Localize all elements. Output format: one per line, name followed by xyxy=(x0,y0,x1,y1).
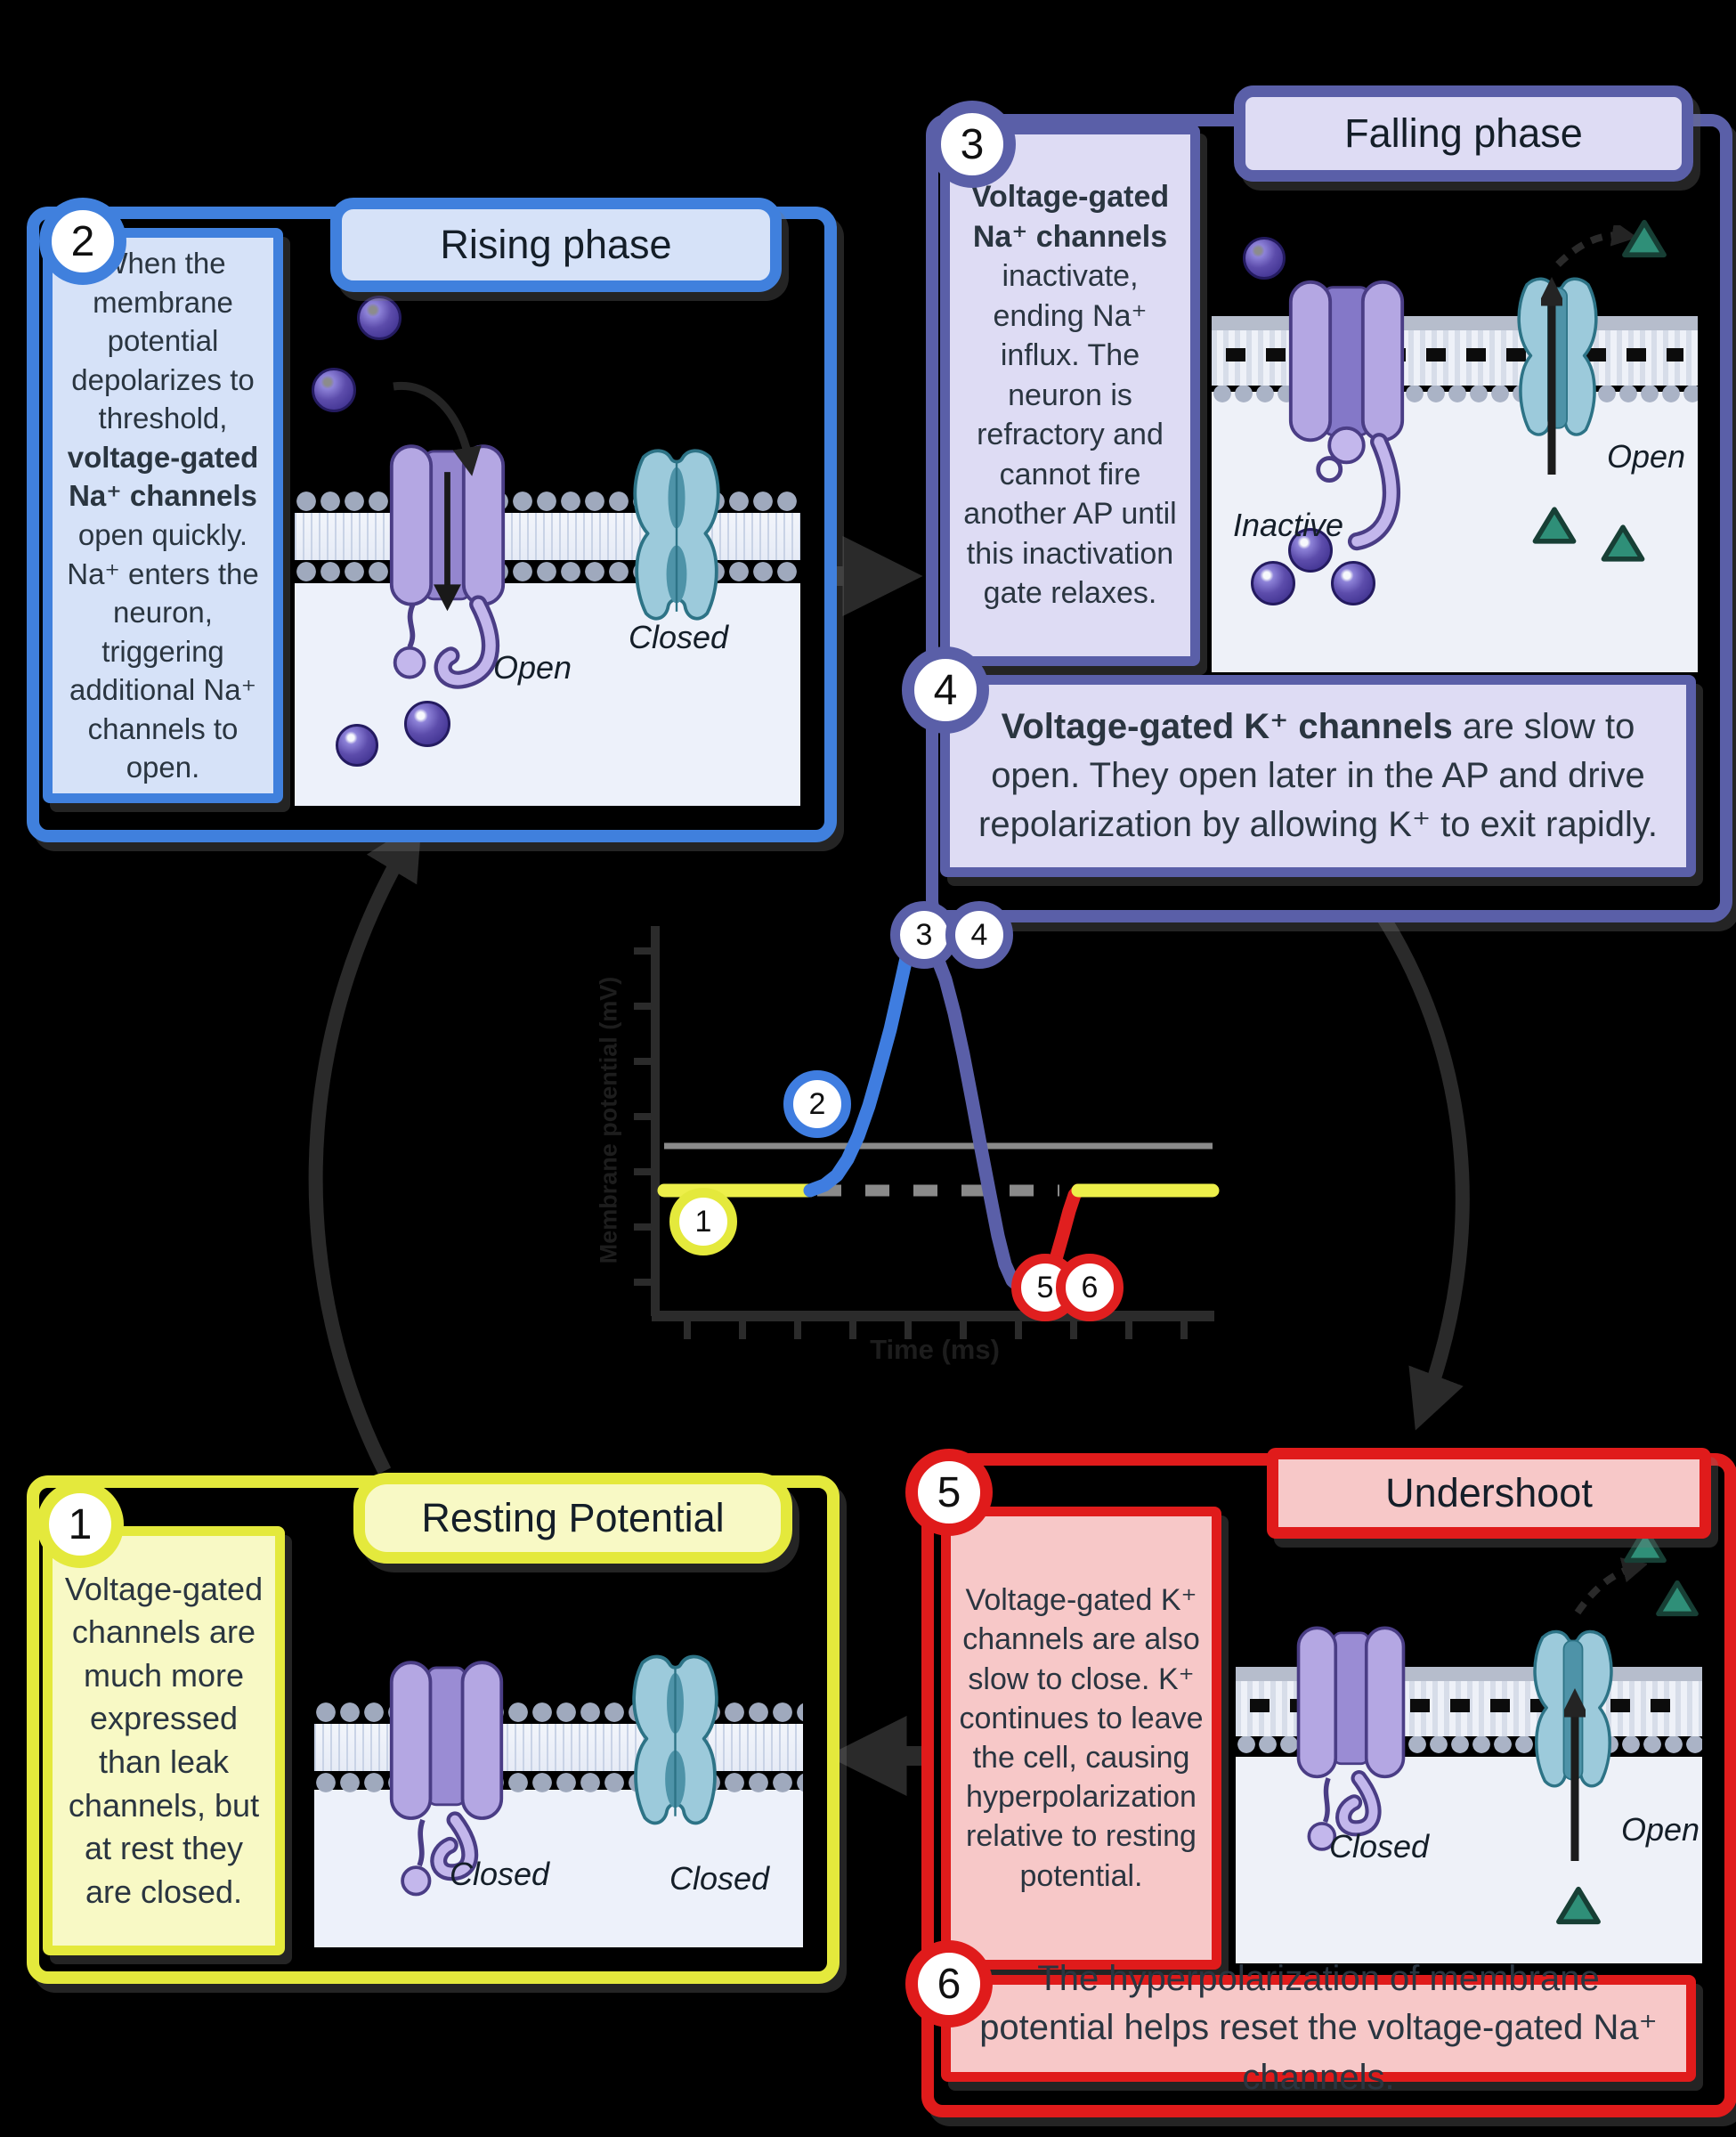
x-axis-label: Time (ms) xyxy=(870,1334,1000,1365)
step-badge-3: 3 xyxy=(929,101,1016,188)
rising-membrane-illustration: Open Closed xyxy=(295,218,800,806)
na-ion xyxy=(1251,561,1295,605)
k-channel-state-label: Closed xyxy=(669,1860,770,1897)
step-badge-1: 1 xyxy=(37,1481,124,1568)
k-efflux-arrow xyxy=(1564,1688,1586,1861)
resting-description: Voltage-gated channels are much more exp… xyxy=(64,1570,264,1910)
na-channel-state-label: Open xyxy=(492,649,572,686)
intracellular-space xyxy=(1212,392,1698,672)
undershoot-description-box: Voltage-gated K⁺ channels are also slow … xyxy=(941,1507,1221,1970)
k-channel-closed xyxy=(633,449,720,621)
k-ion xyxy=(1532,507,1577,544)
undershoot-membrane-illustration: Closed Open xyxy=(1236,1465,1702,1963)
k-channel-state-label: Closed xyxy=(628,619,729,655)
na-ion xyxy=(312,368,356,412)
k-ion xyxy=(1622,219,1667,258)
step-badge-4: 4 xyxy=(902,646,989,734)
graph-badge-4: 4 xyxy=(945,901,1013,969)
na-ion xyxy=(1331,561,1375,605)
rising-phase-title: Rising phase xyxy=(330,198,782,292)
graph-badge-6: 6 xyxy=(1056,1254,1124,1321)
rising-description-box: When the membrane potential depolarizes … xyxy=(43,228,283,803)
membrane-top-edge xyxy=(1212,316,1698,330)
arrow-falling-to-undershoot xyxy=(1367,897,1470,1431)
na-ion xyxy=(357,296,402,340)
lipid-bilayer xyxy=(1212,316,1698,405)
step-badge-2: 2 xyxy=(39,198,126,285)
inactivation-ball xyxy=(1327,426,1366,465)
step-badge-5: 5 xyxy=(905,1449,993,1536)
intracellular-space xyxy=(295,583,800,806)
membrane-bottom-edge xyxy=(1212,386,1698,405)
falling-description: Voltage-gated Na⁺ channels inactivate, e… xyxy=(963,180,1177,611)
na-channel-open xyxy=(389,444,506,689)
na-channel-state-label: Closed xyxy=(1328,1828,1430,1865)
na-ion xyxy=(1243,237,1286,280)
na-channel-closed xyxy=(389,1661,504,1897)
na-channel-inactivated xyxy=(1288,280,1405,551)
intracellular-space xyxy=(314,1790,803,1947)
k-channel-state-label: Open xyxy=(1606,438,1686,475)
resting-description-box: Voltage-gated channels are much more exp… xyxy=(43,1526,285,1955)
falling-membrane-illustration: Inactive Open xyxy=(1212,111,1698,672)
na-ion xyxy=(336,724,378,767)
undershoot-title: Undershoot xyxy=(1267,1448,1711,1539)
k-channel-note: Voltage-gated K⁺ channels are slow to op… xyxy=(978,706,1658,845)
na-ion xyxy=(1288,528,1333,573)
k-efflux-arrow xyxy=(1541,277,1562,475)
lipid-bilayer xyxy=(295,490,800,583)
na-channel-state-label: Inactive xyxy=(1232,507,1344,543)
step-badge-6: 6 xyxy=(905,1940,993,2027)
reset-note-box: The hyperpolarization of membrane potent… xyxy=(941,1959,1696,2097)
k-ion xyxy=(1656,1580,1699,1617)
y-axis-label: Membrane potential (mV) xyxy=(595,976,622,1264)
reset-note: The hyperpolarization of membrane potent… xyxy=(979,1959,1658,2097)
falling-phase-title: Falling phase xyxy=(1234,85,1693,182)
k-ion xyxy=(1556,1886,1601,1925)
undershoot-description: Voltage-gated K⁺ channels are also slow … xyxy=(959,1583,1204,1893)
na-channel-closed xyxy=(1296,1626,1406,1851)
graph-badge-2: 2 xyxy=(783,1070,851,1138)
k-channel-state-label: Open xyxy=(1620,1811,1700,1848)
na-ion xyxy=(404,701,450,747)
na-entry-arrow xyxy=(393,381,482,476)
resting-membrane-illustration: Closed Closed xyxy=(314,1487,803,1947)
na-channel-state-label: Closed xyxy=(449,1856,550,1892)
falling-description-box: Voltage-gated Na⁺ channels inactivate, e… xyxy=(940,125,1200,666)
k-ion xyxy=(1601,524,1645,562)
k-exit-dashed-arrow xyxy=(1555,225,1637,267)
k-channel-closed xyxy=(632,1654,718,1825)
rising-description: When the membrane potential depolarizes … xyxy=(67,247,259,784)
intracellular-space xyxy=(1236,1757,1702,1963)
graph-badge-1: 1 xyxy=(669,1188,737,1255)
arrow-resting-to-rising xyxy=(308,819,422,1475)
resting-potential-title: Resting Potential xyxy=(353,1473,792,1564)
k-exit-dashed-arrow xyxy=(1574,1557,1647,1615)
k-channel-note-box: Voltage-gated K⁺ channels are slow to op… xyxy=(940,675,1696,877)
